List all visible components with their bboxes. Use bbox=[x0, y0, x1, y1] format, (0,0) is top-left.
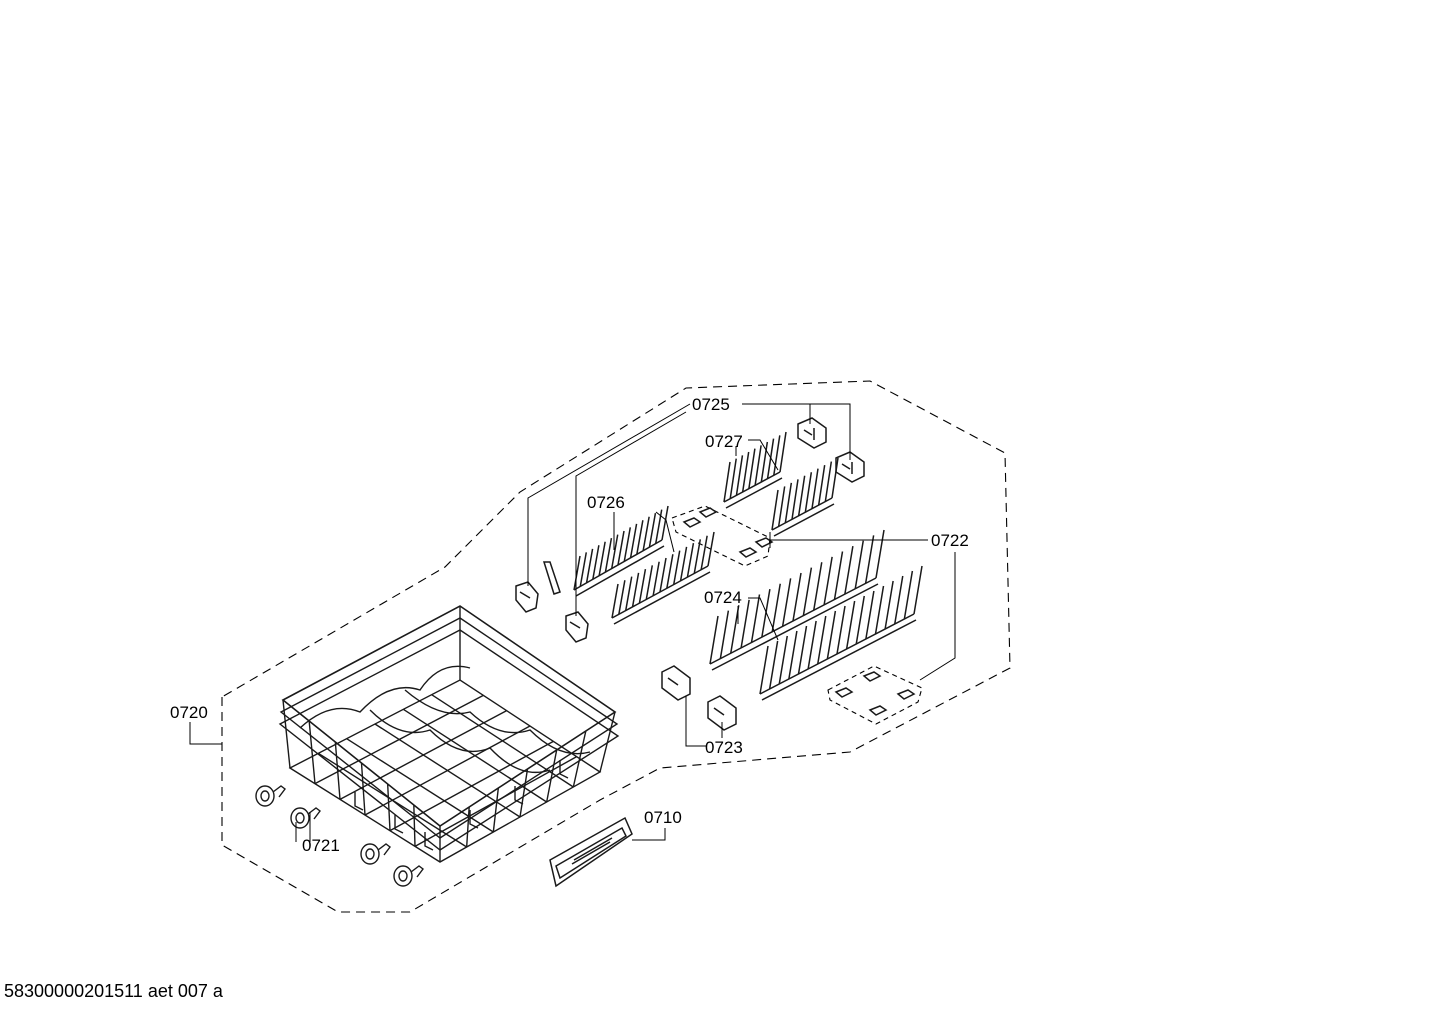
callout-0721: 0721 bbox=[302, 836, 340, 855]
clip-group-outline-lower bbox=[827, 665, 923, 725]
callout-0727: 0727 bbox=[705, 432, 743, 451]
basket-handle bbox=[549, 816, 633, 888]
callout-0724: 0724 bbox=[704, 588, 742, 607]
plate-rack-0727 bbox=[723, 431, 839, 537]
leader-lines bbox=[189, 403, 956, 842]
clip-group-outline-upper bbox=[671, 505, 771, 567]
callout-0710: 0710 bbox=[644, 808, 682, 827]
callout-0722: 0722 bbox=[931, 531, 969, 550]
plate-rack-0726 bbox=[573, 505, 715, 625]
callout-0726: 0726 bbox=[587, 493, 625, 512]
rack-holders-0723 bbox=[661, 665, 737, 731]
callout-0720: 0720 bbox=[170, 703, 208, 722]
lower-basket bbox=[278, 605, 620, 863]
basket-wheels bbox=[255, 785, 424, 887]
assembly-boundary bbox=[221, 380, 1011, 913]
rack-bearings-0725 bbox=[515, 417, 865, 643]
rack-clips-0722 bbox=[682, 507, 916, 716]
drawing-number: 58300000201511 aet 007 a bbox=[4, 981, 223, 1001]
plate-rack-0724 bbox=[709, 529, 923, 701]
callout-0723: 0723 bbox=[705, 738, 743, 757]
callout-0725: 0725 bbox=[692, 395, 730, 414]
